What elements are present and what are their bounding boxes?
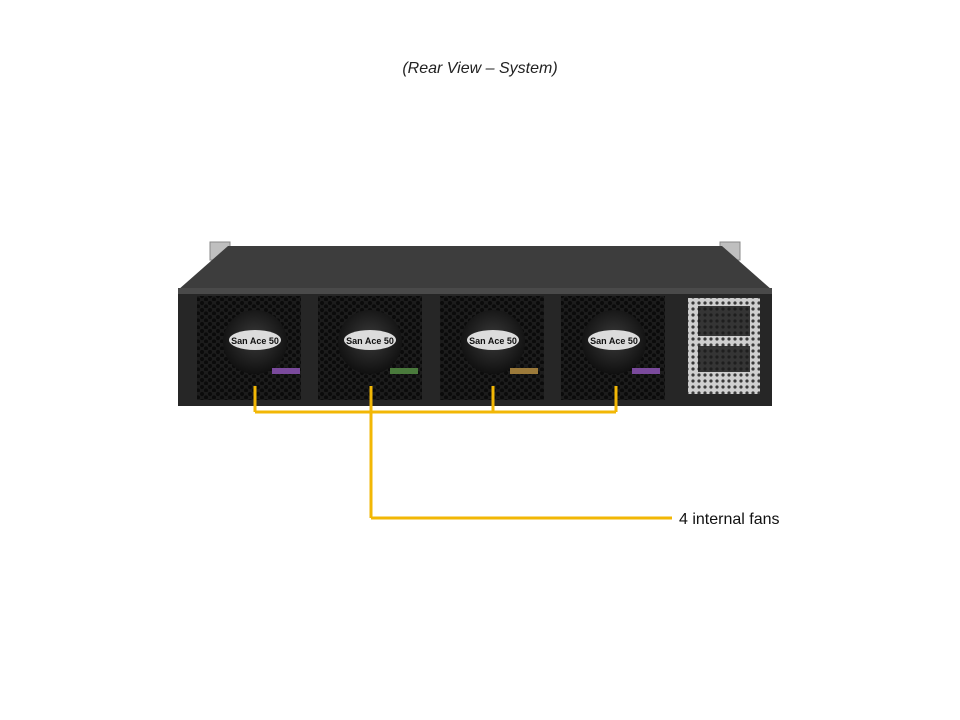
fan-3: San Ace 50 [440, 296, 544, 400]
figure-caption: (Rear View – System) [402, 60, 558, 77]
fan-4-label: San Ace 50 [590, 336, 638, 346]
chassis-rear-lip [178, 288, 772, 294]
fans-callout-label: 4 internal fans [679, 511, 780, 528]
fan-2-label: San Ace 50 [346, 336, 394, 346]
fan-3-label: San Ace 50 [469, 336, 517, 346]
chassis-top-panel [178, 246, 772, 290]
fan-bay: San Ace 50 San Ace 50 San Ace 50 San Ace… [197, 296, 665, 400]
fan-4: San Ace 50 [561, 296, 665, 400]
fan-1: San Ace 50 [197, 296, 301, 400]
fan-1-label: San Ace 50 [231, 336, 279, 346]
fan-2: San Ace 50 [318, 296, 422, 400]
callout-lines [253, 386, 672, 520]
psu-vent [688, 298, 760, 394]
